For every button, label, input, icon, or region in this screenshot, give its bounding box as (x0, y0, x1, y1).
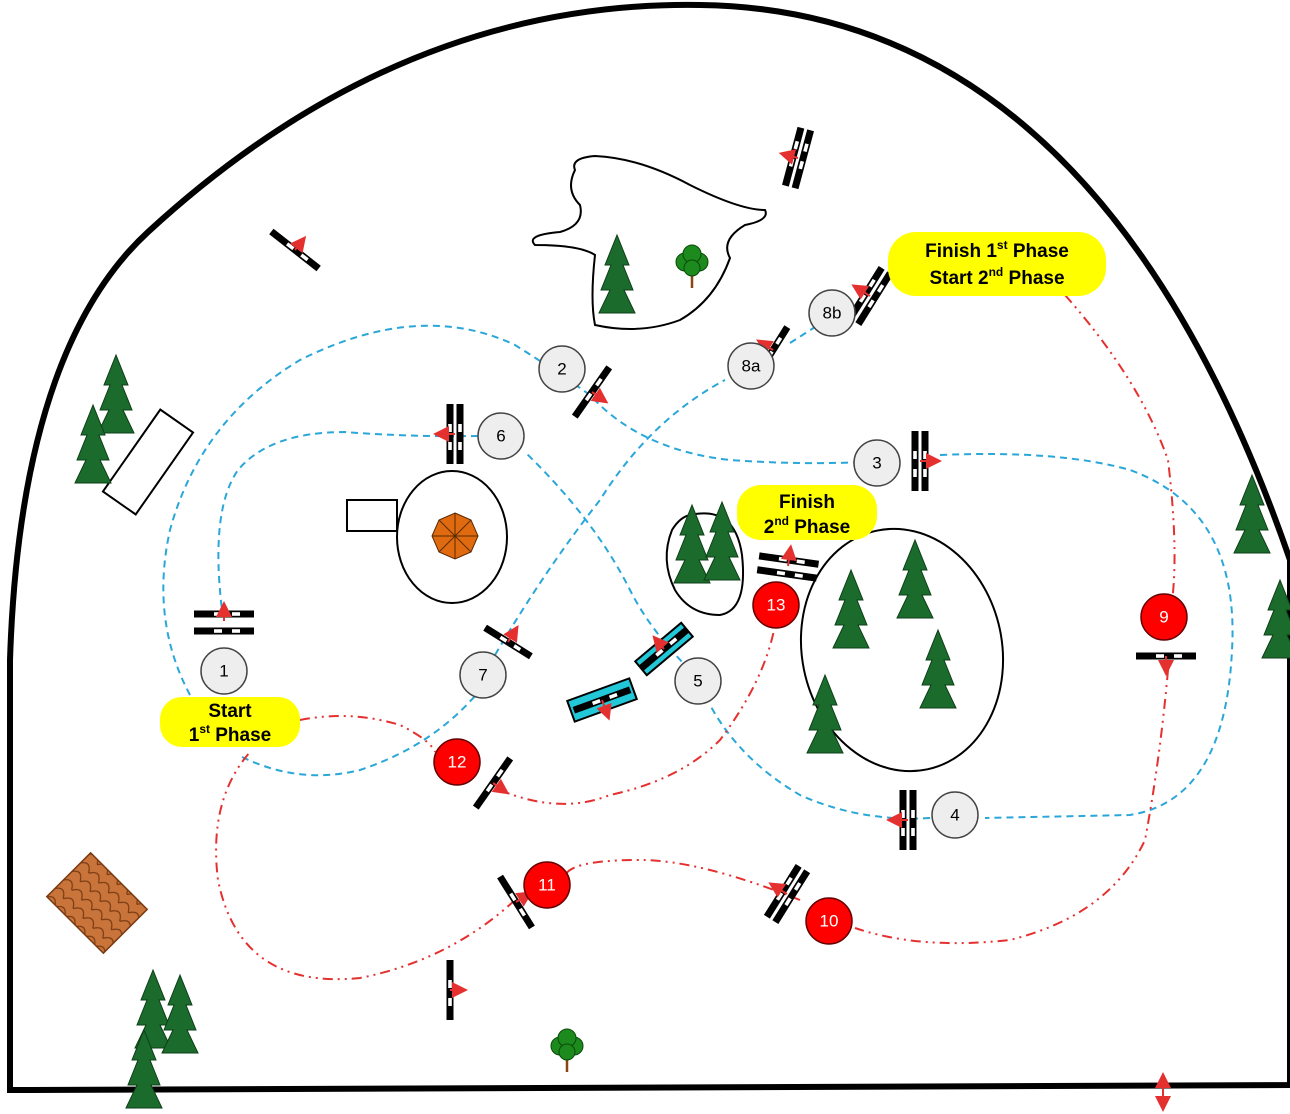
phase1-marker-label: 5 (693, 672, 702, 691)
phase2-marker-12: 12 (433, 738, 481, 786)
phase1-marker-1: 1 (200, 647, 248, 695)
phase1-marker-label: 7 (478, 666, 487, 685)
label-finish1-start2: Finish 1st Phase Start 2nd Phase (888, 232, 1106, 296)
phase1-marker-label: 1 (219, 662, 228, 681)
phase1-route (162, 324, 1234, 820)
phase2-marker-label: 13 (767, 596, 786, 615)
phase1-marker-8b: 8b (808, 289, 856, 337)
arena-boundary (7, 1, 1290, 1093)
woods-island (799, 527, 1005, 773)
label-finish-phase2: Finish 2nd Phase (737, 485, 877, 540)
phase2-marker-9: 9 (1140, 593, 1188, 641)
phase1-marker-3: 3 (853, 439, 901, 487)
fence-obstacles (194, 126, 1196, 1112)
water-jump-5 (633, 621, 695, 677)
label-finish1-line1: Finish 1st Phase (925, 238, 1069, 262)
phase2-marker-11: 11 (523, 861, 571, 909)
phase2-route (215, 294, 1176, 981)
phase2-markers: 9 10 11 12 13 (433, 581, 1188, 945)
label-finish2-line1: Finish (779, 492, 835, 513)
label-start-line2: 1st Phase (189, 722, 272, 746)
phase1-marker-7: 7 (459, 651, 507, 699)
phase2-marker-13: 13 (752, 581, 800, 629)
label-start-phase1: Start 1st Phase (160, 697, 300, 747)
phase1-marker-label: 8b (823, 304, 842, 323)
phase2-marker-label: 11 (538, 876, 556, 895)
roofed-building (45, 851, 149, 955)
label-start2-line2: Start 2nd Phase (929, 265, 1064, 289)
phase2-marker-label: 12 (448, 753, 467, 772)
phase2-marker-label: 10 (820, 912, 839, 931)
label-finish2-line2: 2nd Phase (764, 514, 851, 538)
phase1-marker-2: 2 (538, 345, 586, 393)
phase1-marker-label: 8a (742, 357, 761, 376)
phase1-marker-8a: 8a (727, 342, 775, 390)
phase1-marker-5: 5 (674, 657, 722, 705)
phase1-marker-label: 4 (950, 806, 959, 825)
phase2-marker-10: 10 (805, 897, 853, 945)
gazebo-icon (431, 512, 479, 560)
phase1-marker-label: 2 (557, 360, 566, 379)
water-jump-spare (565, 677, 639, 723)
small-copse (665, 512, 744, 617)
phase1-marker-6: 6 (477, 412, 525, 460)
shed-left (101, 408, 195, 516)
gazebo-island (396, 470, 508, 604)
shed-small (346, 499, 398, 532)
phase2-marker-label: 9 (1159, 608, 1168, 627)
phase1-marker-label: 6 (496, 427, 505, 446)
phase1-marker-label: 3 (872, 454, 881, 473)
phase1-marker-4: 4 (931, 791, 979, 839)
pond (531, 154, 767, 330)
label-start-line1: Start (208, 701, 252, 722)
